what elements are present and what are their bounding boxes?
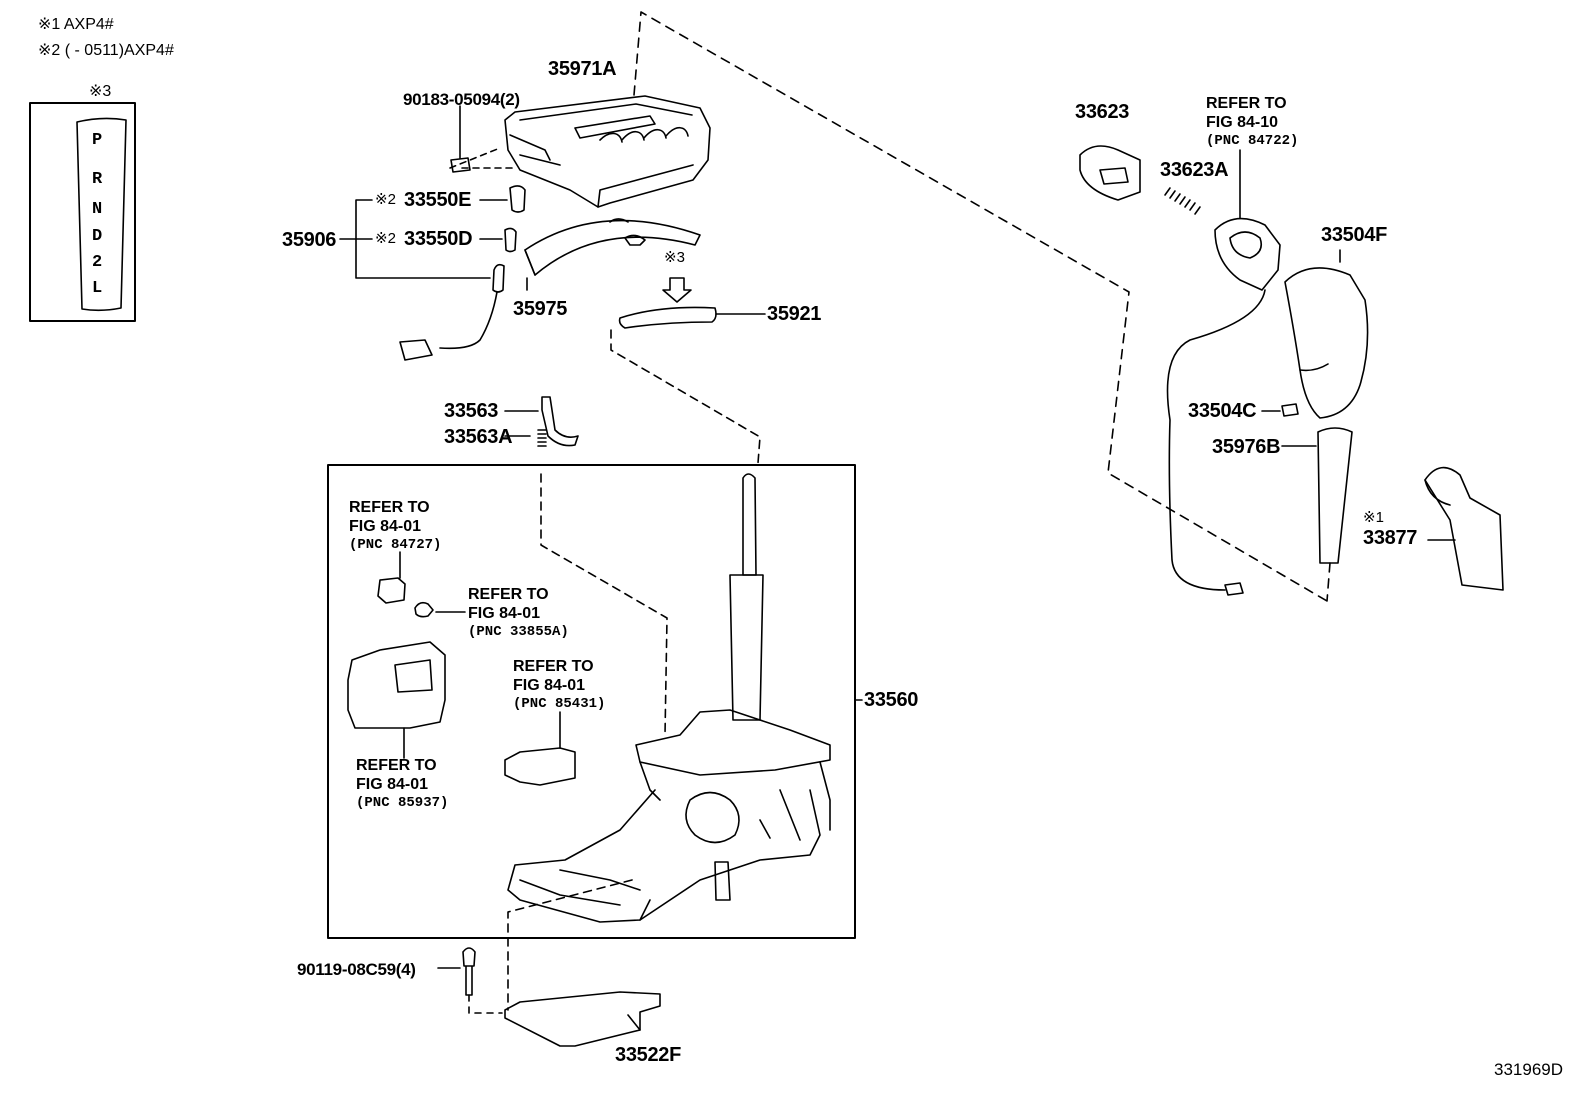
refer-33855A-line2: FIG 84-01 [468,605,541,622]
part-90183: 90183-05094(2) [403,90,520,109]
cover-33522F [504,991,661,1047]
socket-wire [439,263,505,350]
label-33877 [1424,466,1504,591]
indicator-35921 [618,306,717,329]
marker-2a: ※2 [375,191,396,208]
refer-84722-line1: REFER TO [1206,95,1287,112]
gear-l: L [92,279,103,298]
marker-2b: ※2 [375,230,396,247]
figure-id: 331969D [1494,1060,1564,1079]
connector-84727 [377,577,406,604]
part-33877: 33877 [1363,527,1418,549]
refer-85937-line1: REFER TO [356,757,437,774]
refer-85937: REFER TO FIG 84-01 (PNC 85937) [356,756,448,813]
part-33550D: 33550D [404,228,473,250]
bulb-33550E [509,185,526,213]
clip-33563 [541,396,579,447]
refer-84727: REFER TO FIG 84-01 (PNC 84727) [349,498,441,555]
part-33504C: 33504C [1188,400,1257,422]
arrow-down [662,277,692,303]
refer-84727-line2: FIG 84-01 [349,518,422,535]
part-33550E: 33550E [404,189,472,211]
part-90119: 90119-08C59(4) [297,960,416,979]
part-35906: 35906 [282,229,337,251]
refer-85431-line2: FIG 84-01 [513,677,586,694]
part-33623: 33623 [1075,101,1130,123]
gear-2: 2 [92,253,103,272]
refer-85937-line2: FIG 84-01 [356,776,429,793]
refer-85431-line1: REFER TO [513,658,594,675]
refer-85431: REFER TO FIG 84-01 (PNC 85431) [513,657,605,714]
part-33623 [1079,145,1141,201]
gear-d: D [92,227,103,246]
note-2: ※2 ( - 0511)AXP4# [38,42,174,59]
dashed-lever-inside [540,473,668,736]
refer-84727-line1: REFER TO [349,499,430,516]
dashed-link-knob [1326,562,1331,602]
inset-marker: ※3 [89,83,112,100]
part-35921: 35921 [767,303,822,325]
switch-85431 [504,747,576,786]
gear-r: R [92,170,103,189]
plate-35975 [524,219,701,276]
marker-3: ※3 [664,249,685,266]
shift-lever-assembly-frame [327,464,856,939]
dashed-bolt [468,994,503,1014]
refer-84722-line3: (PNC 84722) [1206,133,1299,149]
marker-1: ※1 [1363,509,1384,526]
refer-33855A-line3: (PNC 33855A) [468,624,569,640]
gear-n: N [92,200,103,219]
part-33560: 33560 [864,689,919,711]
screw-33504C [1281,403,1299,417]
part-35976B: 35976B [1212,436,1281,458]
part-33563A: 33563A [444,426,513,448]
shift-lever-rod [742,473,757,576]
shift-pattern-plate [76,117,127,312]
boot-35976B [1317,427,1353,564]
note-1: ※1 AXP4# [38,16,114,33]
switch-85937 [347,641,446,729]
wire-84722 [1166,289,1266,591]
clip-90183 [450,157,471,173]
spring-33623A [1164,187,1201,215]
part-33623A: 33623A [1160,159,1229,181]
shift-pattern-inset-frame [29,102,136,322]
knob-33504F [1284,267,1369,419]
part-33522F: 33522F [615,1044,682,1066]
shift-lever-base [507,709,831,923]
part-33504F: 33504F [1321,224,1388,246]
refer-84727-line3: (PNC 84727) [349,537,442,553]
bulb-33550D [504,227,517,253]
dashed-plate-to-lever [610,329,761,464]
bulb-33855A [414,601,434,618]
cover-35971A [504,95,711,208]
bolt-90119 [462,947,476,996]
dashed-bottom-cover [507,879,633,1011]
refer-33855A-line1: REFER TO [468,586,549,603]
gear-p: P [92,131,103,150]
refer-84722: REFER TO FIG 84-10 (PNC 84722) [1206,94,1298,151]
part-35971A: 35971A [548,58,617,80]
refer-85937-line3: (PNC 85937) [356,795,449,811]
refer-84722-line2: FIG 84-10 [1206,114,1279,131]
spring-33563A [537,429,547,447]
refer-85431-line3: (PNC 85431) [513,696,606,712]
dashed-90183 [449,147,501,169]
part-33563: 33563 [444,400,499,422]
refer-33855A: REFER TO FIG 84-01 (PNC 33855A) [468,585,569,642]
ring-84722 [1214,217,1281,291]
part-35975: 35975 [513,298,568,320]
dashed-outline-upper [633,11,1328,602]
